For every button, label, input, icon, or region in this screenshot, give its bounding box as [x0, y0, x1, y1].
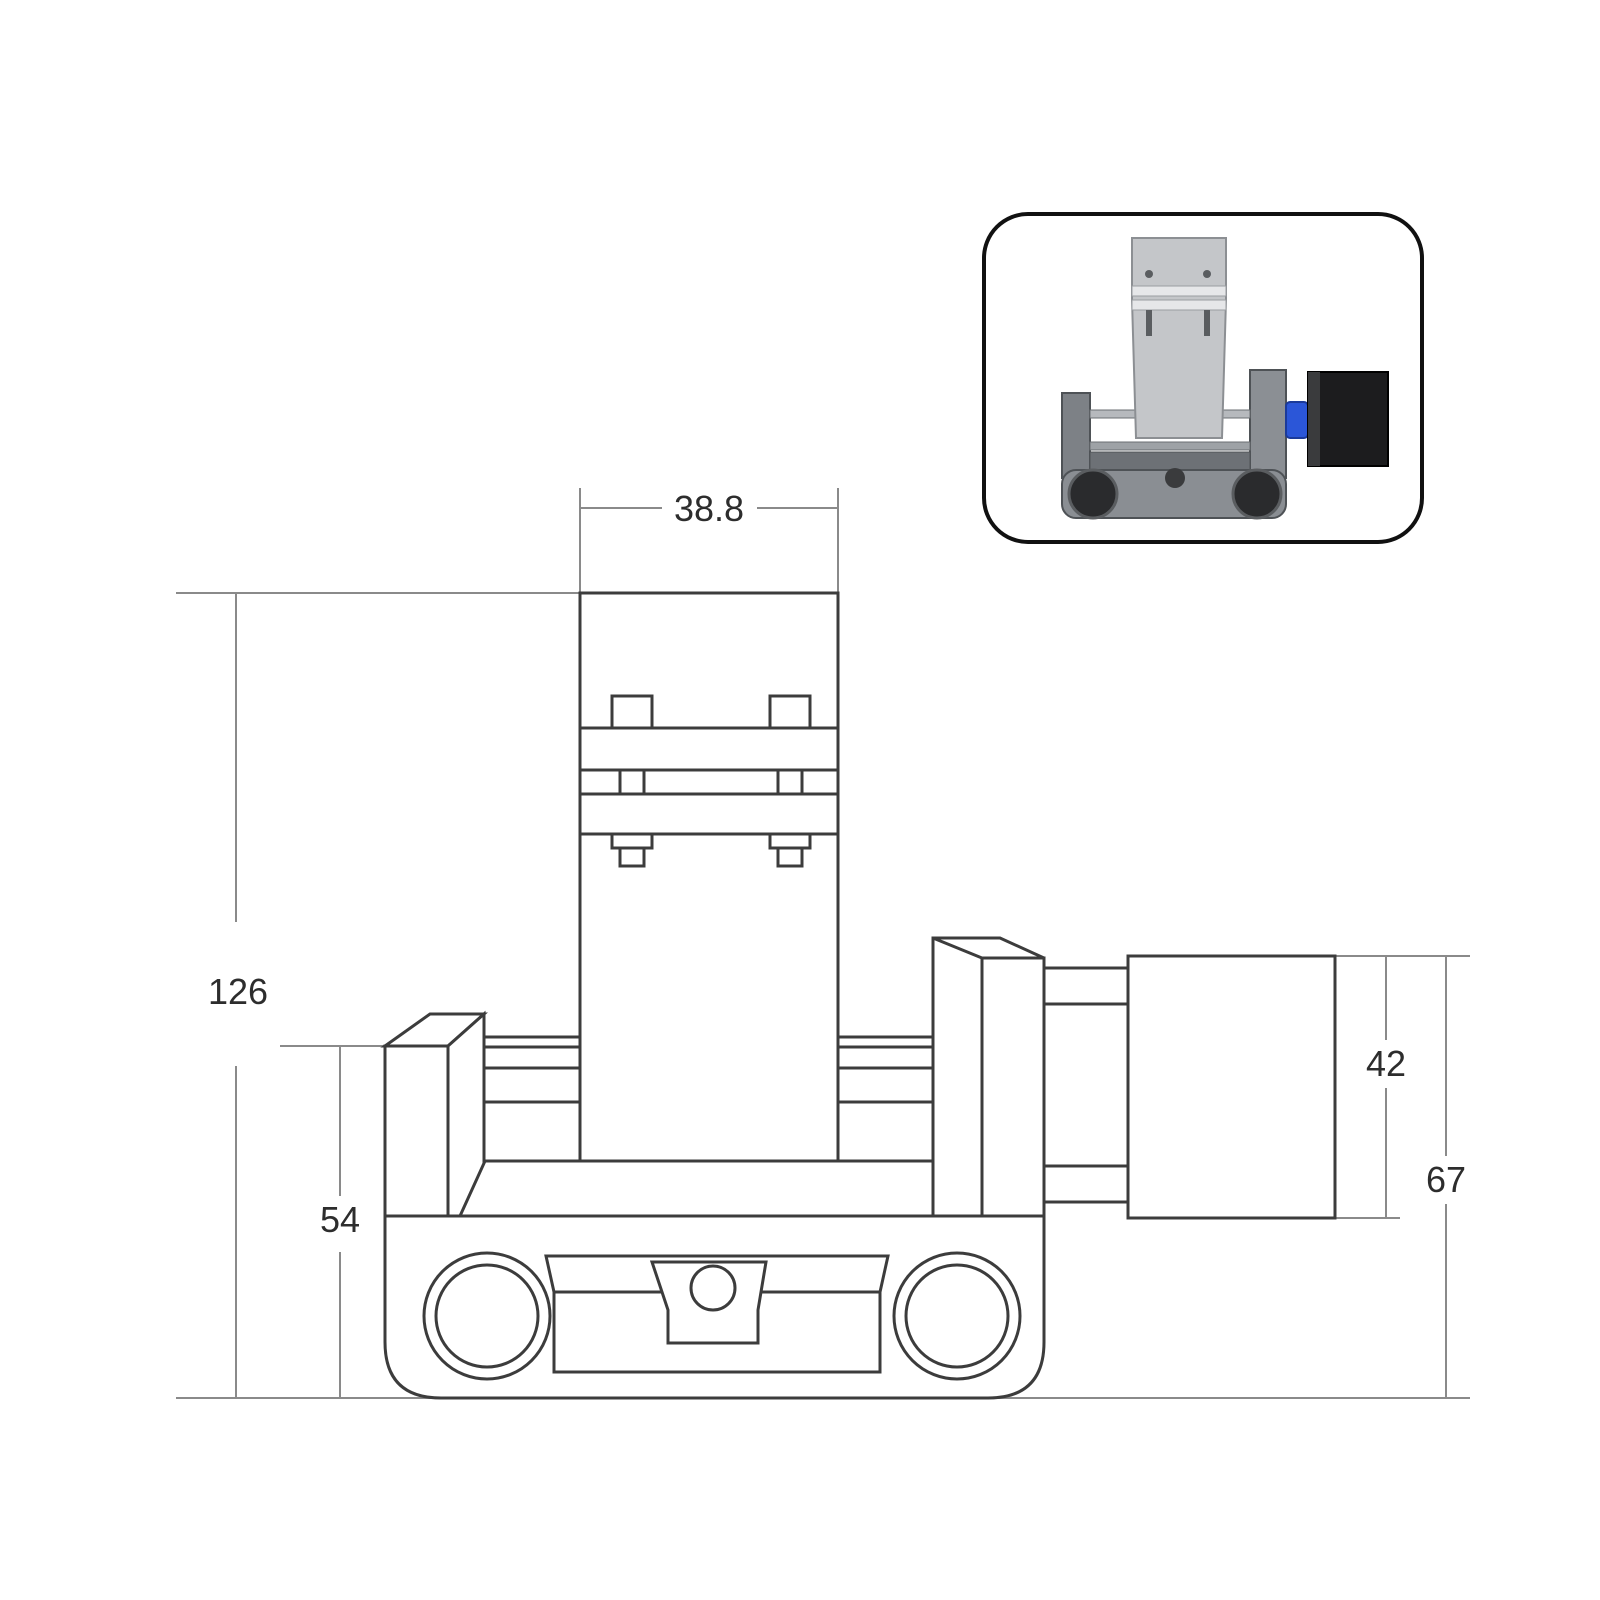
photo-stepper-motor [1307, 371, 1389, 467]
motor-mount [1042, 966, 1130, 1204]
photo-rail [1089, 441, 1251, 451]
clamp-body [578, 591, 840, 1163]
bottom-base [383, 1214, 1046, 1400]
dimension-label-base-height: 54 [320, 1199, 360, 1240]
bolt-head [610, 694, 654, 730]
stepper-motor [1126, 954, 1337, 1220]
photo-frame-right-post [1249, 369, 1287, 479]
bolt-spacer [618, 768, 646, 796]
photo-bolt [1204, 310, 1210, 336]
photo-right-bearing [1231, 468, 1283, 520]
photo-center-hole [1165, 468, 1185, 488]
photo-screw [1203, 270, 1211, 278]
bolt-head [768, 694, 812, 730]
bolt-spacer [776, 768, 804, 796]
dimension-motor-height: 67 [1426, 956, 1466, 1398]
photo-screw [1145, 270, 1153, 278]
left-bearing-inner [434, 1263, 540, 1369]
photo-silver-clamp [1131, 237, 1227, 439]
photo-rotary-axis [1061, 237, 1389, 520]
clamp-top-plate [578, 726, 840, 772]
dimension-clamp-width: 38.8 [579, 488, 839, 595]
bolt-nut [618, 846, 646, 868]
dimension-motor-size: 42 [1335, 955, 1470, 1219]
photo-bolt [1146, 310, 1152, 336]
left-side-block [380, 1010, 488, 1218]
right-side-block [931, 936, 1046, 1218]
bolt-nut [610, 832, 654, 850]
center-mount-hole [689, 1264, 737, 1312]
bolt-nut [776, 846, 804, 868]
photo-motor-plate [1308, 372, 1320, 466]
dimension-label-motor-size: 42 [1366, 1043, 1406, 1084]
photo-clamp-plate [1131, 299, 1227, 311]
center-clamp [578, 591, 840, 1163]
inset-product-photo [982, 212, 1424, 544]
bolt-nut [768, 832, 812, 850]
right-bearing-inner [904, 1263, 1010, 1369]
rotary-axis-line-drawing [380, 591, 1337, 1400]
dimension-label-clamp-width: 38.8 [674, 488, 744, 529]
dimension-label-motor-height: 67 [1426, 1159, 1466, 1200]
dimension-label-total-height: 126 [208, 971, 268, 1012]
dimension-base-height: 54 [280, 1045, 385, 1398]
photo-clamp-plate [1131, 285, 1227, 297]
photo-blue-coupler [1285, 401, 1309, 439]
photo-frame-left-post [1061, 392, 1091, 479]
photo-left-bearing [1067, 468, 1119, 520]
base-wedge [457, 1159, 986, 1218]
clamp-middle-plate [578, 792, 840, 836]
